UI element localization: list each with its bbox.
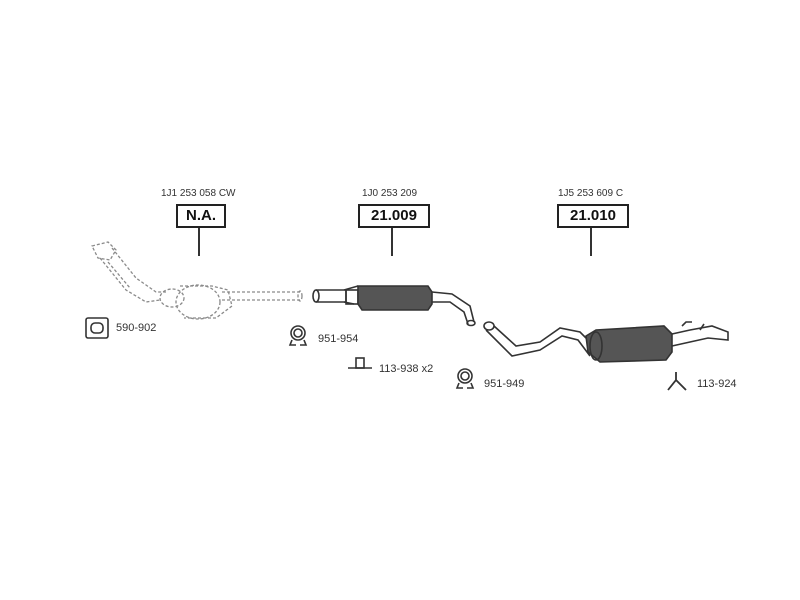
- part-code-box[interactable]: 21.010: [557, 204, 629, 228]
- catalytic-converter-drawing: [91, 241, 303, 320]
- oem-number: 1J0 253 209: [362, 188, 418, 199]
- callout-leader: [198, 228, 200, 256]
- accessory-label[interactable]: 951-949: [484, 378, 525, 390]
- accessory-label[interactable]: 113-938 x2: [379, 363, 434, 375]
- clamp-icon: [288, 325, 308, 346]
- rear-silencer-drawing: [483, 321, 729, 363]
- middle-silencer-drawing: [312, 285, 476, 327]
- clamp-icon: [455, 368, 475, 389]
- gasket-icon: [85, 317, 109, 339]
- accessory-label[interactable]: 113-924: [697, 378, 737, 390]
- callout-leader: [391, 228, 393, 256]
- accessory-label[interactable]: 590-902: [116, 322, 157, 334]
- oem-number: 1J1 253 058 CW: [161, 188, 236, 199]
- oem-number: 1J5 253 609 C: [558, 188, 624, 199]
- accessory-label[interactable]: 951-954: [318, 333, 359, 345]
- part-code-box[interactable]: 21.009: [358, 204, 430, 228]
- callout-leader: [590, 228, 592, 256]
- hanger-icon: [667, 372, 687, 391]
- mount-bracket-icon: [348, 357, 372, 369]
- part-code-box[interactable]: N.A.: [176, 204, 226, 228]
